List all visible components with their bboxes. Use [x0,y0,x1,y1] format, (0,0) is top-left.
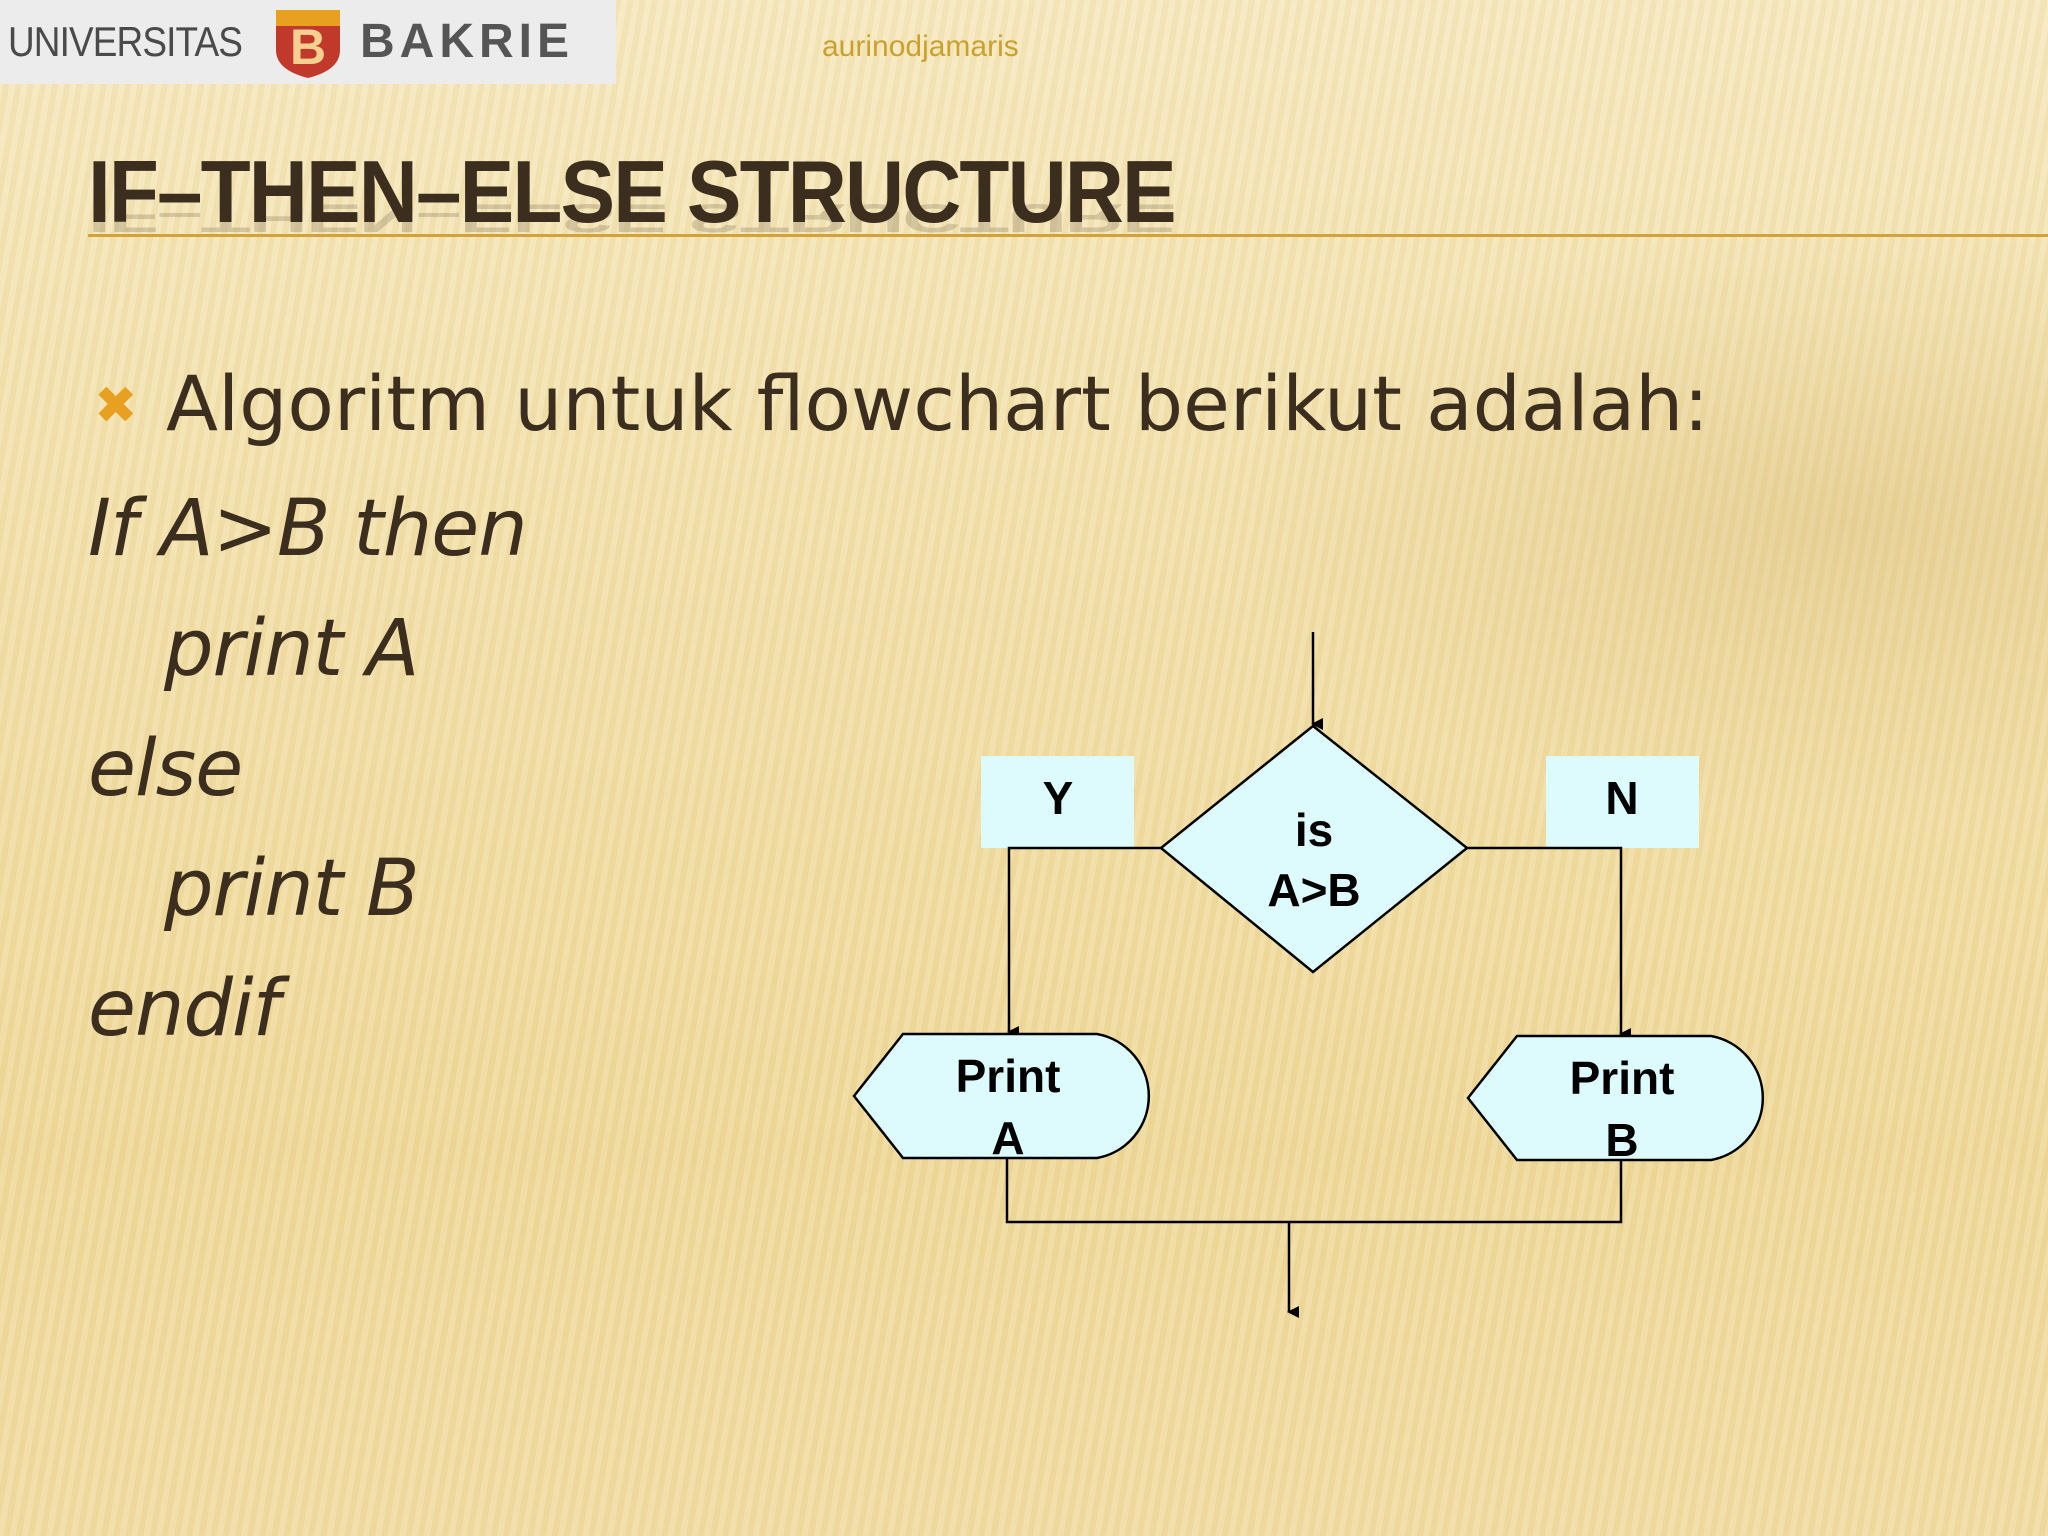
bakrie-b-logo-icon: B [276,10,340,78]
code-line-print-b: print B [164,844,420,934]
print-b-text-line1: Print [1570,1052,1675,1104]
decision-text-line1: is [1295,804,1333,856]
yes-label: Y [1043,772,1074,824]
yes-label-box [981,756,1134,848]
code-line-endif: endif [88,964,280,1054]
code-line-if: If A>B then [88,484,528,574]
decision-diamond [1159,724,1470,974]
logo-text-bakrie: BAKRIE [360,15,575,68]
bullet-text: Algoritm untuk flowchart berikut adalah: [166,359,1709,448]
print-b-text-line2: B [1605,1114,1638,1166]
yes-branch-line [1007,846,1161,1038]
merge-line [1005,1158,1623,1224]
print-a-display-shape [852,1032,1150,1160]
watermark-text: aurinodjamaris [822,30,1019,63]
logo-text-universitas: UNIVERSITAS [8,18,243,65]
slide-title-block: IF–THEN–ELSE STRUCTURE IF–THEN–ELSE STRU… [88,148,1257,278]
title-divider [88,234,2048,237]
no-label: N [1605,772,1638,824]
code-line-else: else [88,724,243,814]
university-logo: UNIVERSITAS B BAKRIE [0,0,616,84]
no-label-box [1546,756,1699,848]
decision-text-line2: A>B [1267,864,1360,916]
x-mark-icon: ✖ [94,376,138,436]
print-a-text-line2: A [991,1112,1024,1164]
svg-text:B: B [290,19,326,75]
slide-title: IF–THEN–ELSE STRUCTURE [88,142,1177,241]
print-b-display-shape [1466,1034,1764,1162]
print-a-text-line1: Print [956,1050,1061,1102]
no-branch-line [1467,846,1631,1040]
code-line-print-a: print A [164,604,419,694]
